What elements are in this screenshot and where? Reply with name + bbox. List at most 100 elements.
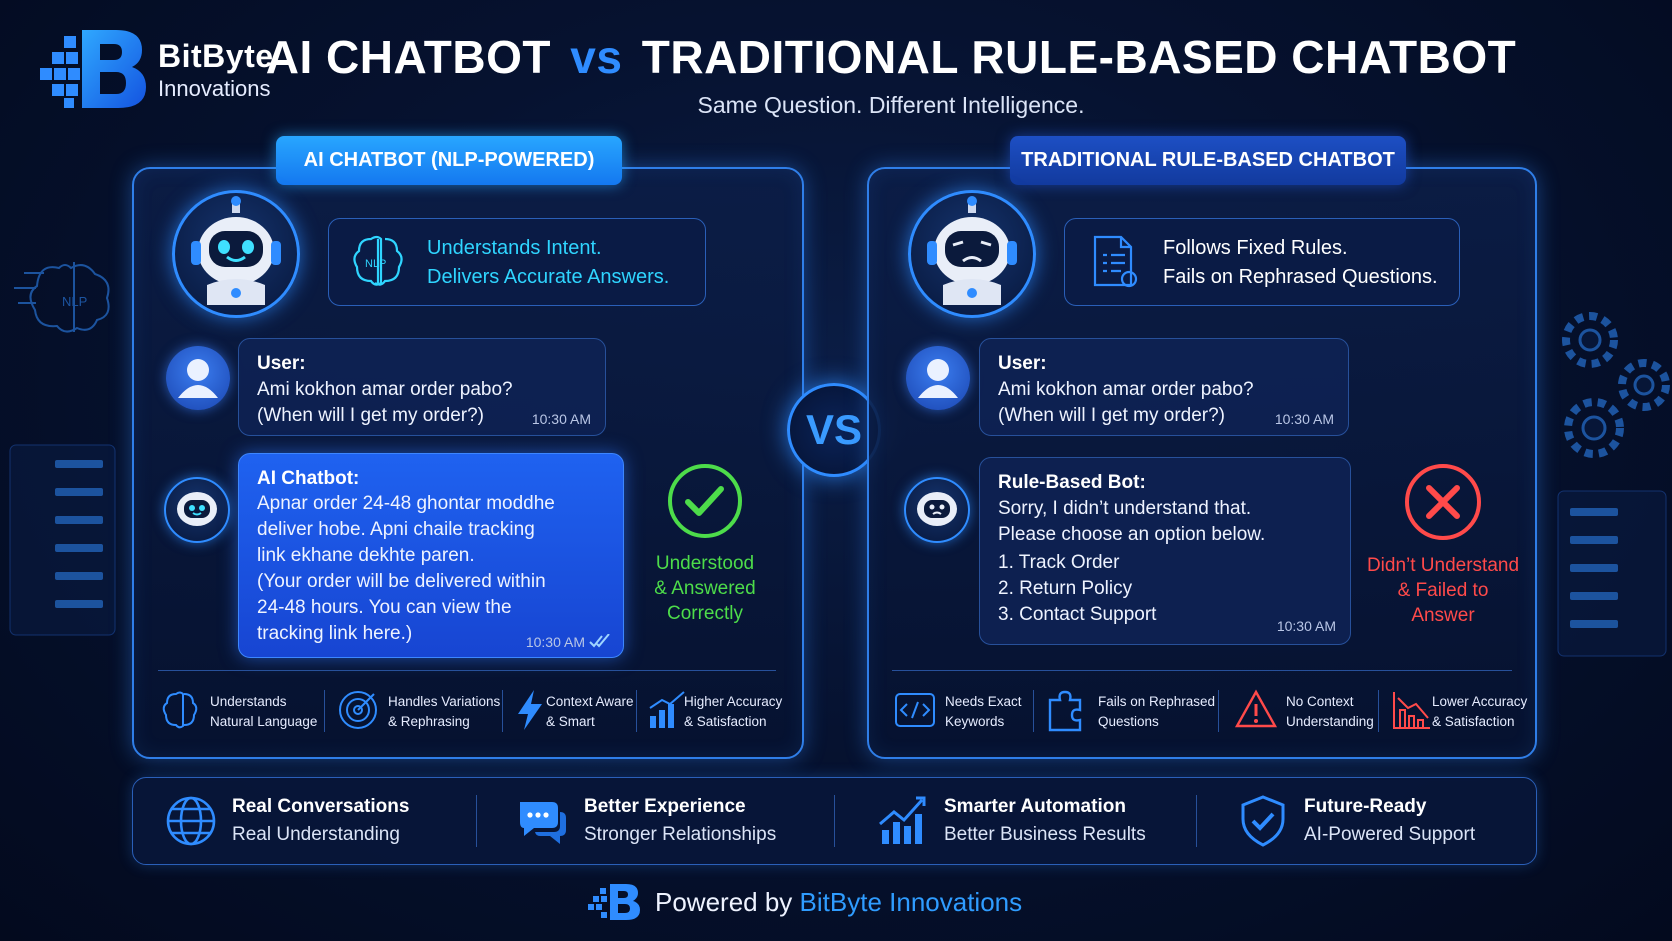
ai-tagline-box: NLP Understands Intent. Delivers Accurat… (328, 218, 706, 306)
feature-label: Questions (1098, 714, 1159, 729)
brain-icon (162, 691, 198, 729)
footer-prefix: Powered by (655, 887, 793, 917)
divider (1378, 690, 1379, 732)
feature-label: & Satisfaction (1432, 714, 1515, 729)
footer-text: Powered by BitByte Innovations (655, 887, 1022, 918)
verdict-line: & Failed to (1397, 580, 1489, 601)
divider (324, 690, 325, 732)
user-message-bubble: User: Ami kokhon amar order pabo? (When … (238, 338, 606, 436)
feature-label: Higher Accuracy (684, 694, 783, 709)
rule-bot-option-contact-support[interactable]: 3. Contact Support (998, 604, 1157, 625)
feature-label: Understands (210, 694, 287, 709)
globe-icon (166, 796, 216, 846)
feature-label: Keywords (945, 714, 1005, 729)
feature-label: Context Aware (546, 694, 634, 709)
feature-item: Handles Variations & Rephrasing (336, 686, 500, 734)
feature-label: & Satisfaction (684, 714, 767, 729)
ai-verdict-text: Understood & Answered Correctly (640, 551, 770, 626)
ai-bot-message-line: 24-48 hours. You can view the (257, 597, 512, 618)
feature-label: & Rephrasing (388, 714, 470, 729)
ai-bot-message-line: link ekhane dekhte paren. (257, 545, 475, 566)
message-time: 10:30 AM (1274, 411, 1334, 427)
chat-bubbles-icon (520, 802, 566, 844)
rule-bot-message-bubble: Rule-Based Bot: Sorry, I didn’t understa… (979, 457, 1351, 645)
title-left: AI CHATBOT (265, 31, 552, 83)
rule-bot-avatar-icon (904, 477, 970, 543)
page-subtitle: Same Question. Different Intelligence. (697, 92, 1085, 118)
message-time: 10:30 AM (531, 411, 591, 427)
rule-bot-option-return-policy[interactable]: 2. Return Policy (998, 578, 1133, 599)
message-time: 10:30 AM (525, 634, 585, 650)
ai-bot-message-line: (Your order will be delivered within (257, 571, 546, 592)
gears-decoration (1562, 312, 1670, 458)
vs-badge: VS (787, 383, 881, 477)
code-icon (895, 693, 935, 727)
checklist-document-icon (1093, 235, 1138, 288)
ai-bot-avatar-icon (164, 477, 230, 543)
nlp-brain-icon: NLP (353, 235, 403, 286)
divider (502, 690, 503, 732)
benefit-title: Better Experience (584, 796, 746, 817)
brand-logo: BitByte Innovations (38, 26, 298, 110)
bitbyte-logo-icon (40, 30, 146, 108)
benefit-item: Smarter Automation Better Business Resul… (876, 790, 1176, 850)
feature-label: Lower Accuracy (1432, 694, 1528, 709)
divider (636, 690, 637, 732)
user-message-sender: User: (257, 353, 306, 374)
verdict-line: Understood (655, 553, 755, 574)
benefit-item: Future-Ready AI-Powered Support (1236, 790, 1516, 850)
benefit-title: Future-Ready (1304, 796, 1427, 817)
feature-item: Fails on Rephrased Questions (1044, 686, 1216, 734)
user-message-line: (When will I get my order?) (257, 405, 485, 426)
brand-name: BitByte (158, 38, 274, 74)
lightning-icon (518, 690, 542, 730)
user-avatar (906, 346, 970, 410)
ai-bot-message-line: tracking link here.) (257, 623, 413, 644)
divider (158, 670, 776, 671)
server-rack-left-decoration (9, 444, 116, 636)
ai-bot-message-bubble: AI Chatbot: Apnar order 24-48 ghontar mo… (238, 453, 624, 658)
server-rack-right-decoration (1557, 490, 1667, 657)
shield-check-icon (1241, 795, 1285, 847)
happy-robot-icon (172, 190, 300, 318)
benefit-item: Better Experience Stronger Relationships (516, 790, 816, 850)
puzzle-icon (1048, 690, 1082, 732)
page-title: AI CHATBOT vs TRADITIONAL RULE-BASED CHA… (0, 30, 1672, 84)
footer: Powered by BitByte Innovations (588, 880, 1108, 924)
verdict-line: Answer (1411, 605, 1475, 626)
ai-bot-message-sender: AI Chatbot: (257, 468, 360, 489)
feature-label: Understanding (1286, 714, 1374, 729)
rule-bot-message-line: Sorry, I didn’t understand that. (998, 498, 1252, 519)
feature-item: Higher Accuracy & Satisfaction (646, 686, 796, 734)
feature-label: & Smart (546, 714, 595, 729)
feature-item: Understands Natural Language (158, 686, 328, 734)
double-check-icon (589, 634, 610, 648)
rule-bot-message-sender: Rule-Based Bot: (998, 472, 1146, 493)
benefit-subtitle: Stronger Relationships (584, 824, 777, 845)
verdict-line: & Answered (654, 578, 756, 599)
bar-chart-down-icon (1393, 692, 1430, 729)
target-icon (339, 691, 377, 729)
rule-bot-message-line: Please choose an option below. (998, 524, 1266, 545)
feature-label: Needs Exact (945, 694, 1022, 709)
bar-chart-up-icon (649, 691, 685, 728)
feature-item: Lower Accuracy & Satisfaction (1390, 686, 1527, 734)
rule-tagline-line-1: Follows Fixed Rules. (1163, 237, 1348, 259)
feature-item: Context Aware & Smart (510, 686, 636, 734)
rule-bot-option-track-order[interactable]: 1. Track Order (998, 552, 1120, 573)
rule-based-chatbot-tab: TRADITIONAL RULE-BASED CHATBOT (1010, 136, 1406, 185)
benefit-subtitle: Real Understanding (232, 824, 400, 845)
verdict-line: Correctly (666, 603, 743, 624)
benefit-subtitle: Better Business Results (944, 824, 1146, 845)
divider (1196, 795, 1197, 847)
user-message-bubble: User: Ami kokhon amar order pabo? (When … (979, 338, 1349, 436)
feature-item: No Context Understanding (1234, 686, 1374, 734)
ai-bot-message-line: Apnar order 24-48 ghontar moddhe (257, 493, 555, 514)
check-circle-icon (668, 464, 742, 538)
bitbyte-footer-logo-icon (588, 884, 640, 920)
benefit-title: Smarter Automation (944, 796, 1126, 817)
svg-text:NLP: NLP (62, 294, 87, 309)
ai-tagline-line-2: Delivers Accurate Answers. (427, 266, 670, 288)
ai-bot-message-line: deliver hobe. Apni chaile tracking (257, 519, 535, 540)
user-message-line: Ami kokhon amar order pabo? (257, 379, 513, 400)
